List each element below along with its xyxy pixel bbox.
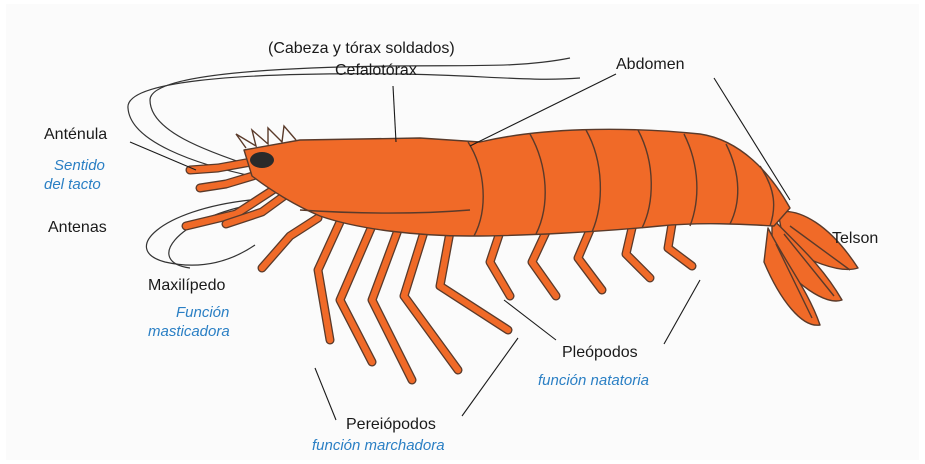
cephalothorax-label: Cefalotórax: [335, 62, 417, 80]
pereiopods-legs: [318, 222, 508, 380]
telson-label: Telson: [832, 230, 878, 248]
tail-fan: [764, 211, 858, 325]
touch-function-line2: del tacto: [44, 176, 101, 193]
chewing-function-line1: Función: [176, 304, 229, 321]
pleopods-label: Pleópodos: [562, 344, 638, 362]
walking-function-label: función marchadora: [312, 437, 445, 454]
head-note: (Cabeza y tórax soldados): [268, 40, 455, 58]
swimming-function-label: función natatoria: [538, 372, 649, 389]
antennae-label: Antenas: [48, 219, 107, 237]
eye: [250, 152, 274, 168]
touch-function-line1: Sentido: [54, 157, 105, 174]
pereiopods-label: Pereiópodos: [346, 416, 436, 434]
antennule-label: Anténula: [44, 126, 107, 144]
maxilliped-appendage: [262, 218, 318, 268]
abdomen-label: Abdomen: [616, 56, 685, 74]
chewing-function-line2: masticadora: [148, 323, 230, 340]
maxilliped-label: Maxilípedo: [148, 277, 225, 295]
